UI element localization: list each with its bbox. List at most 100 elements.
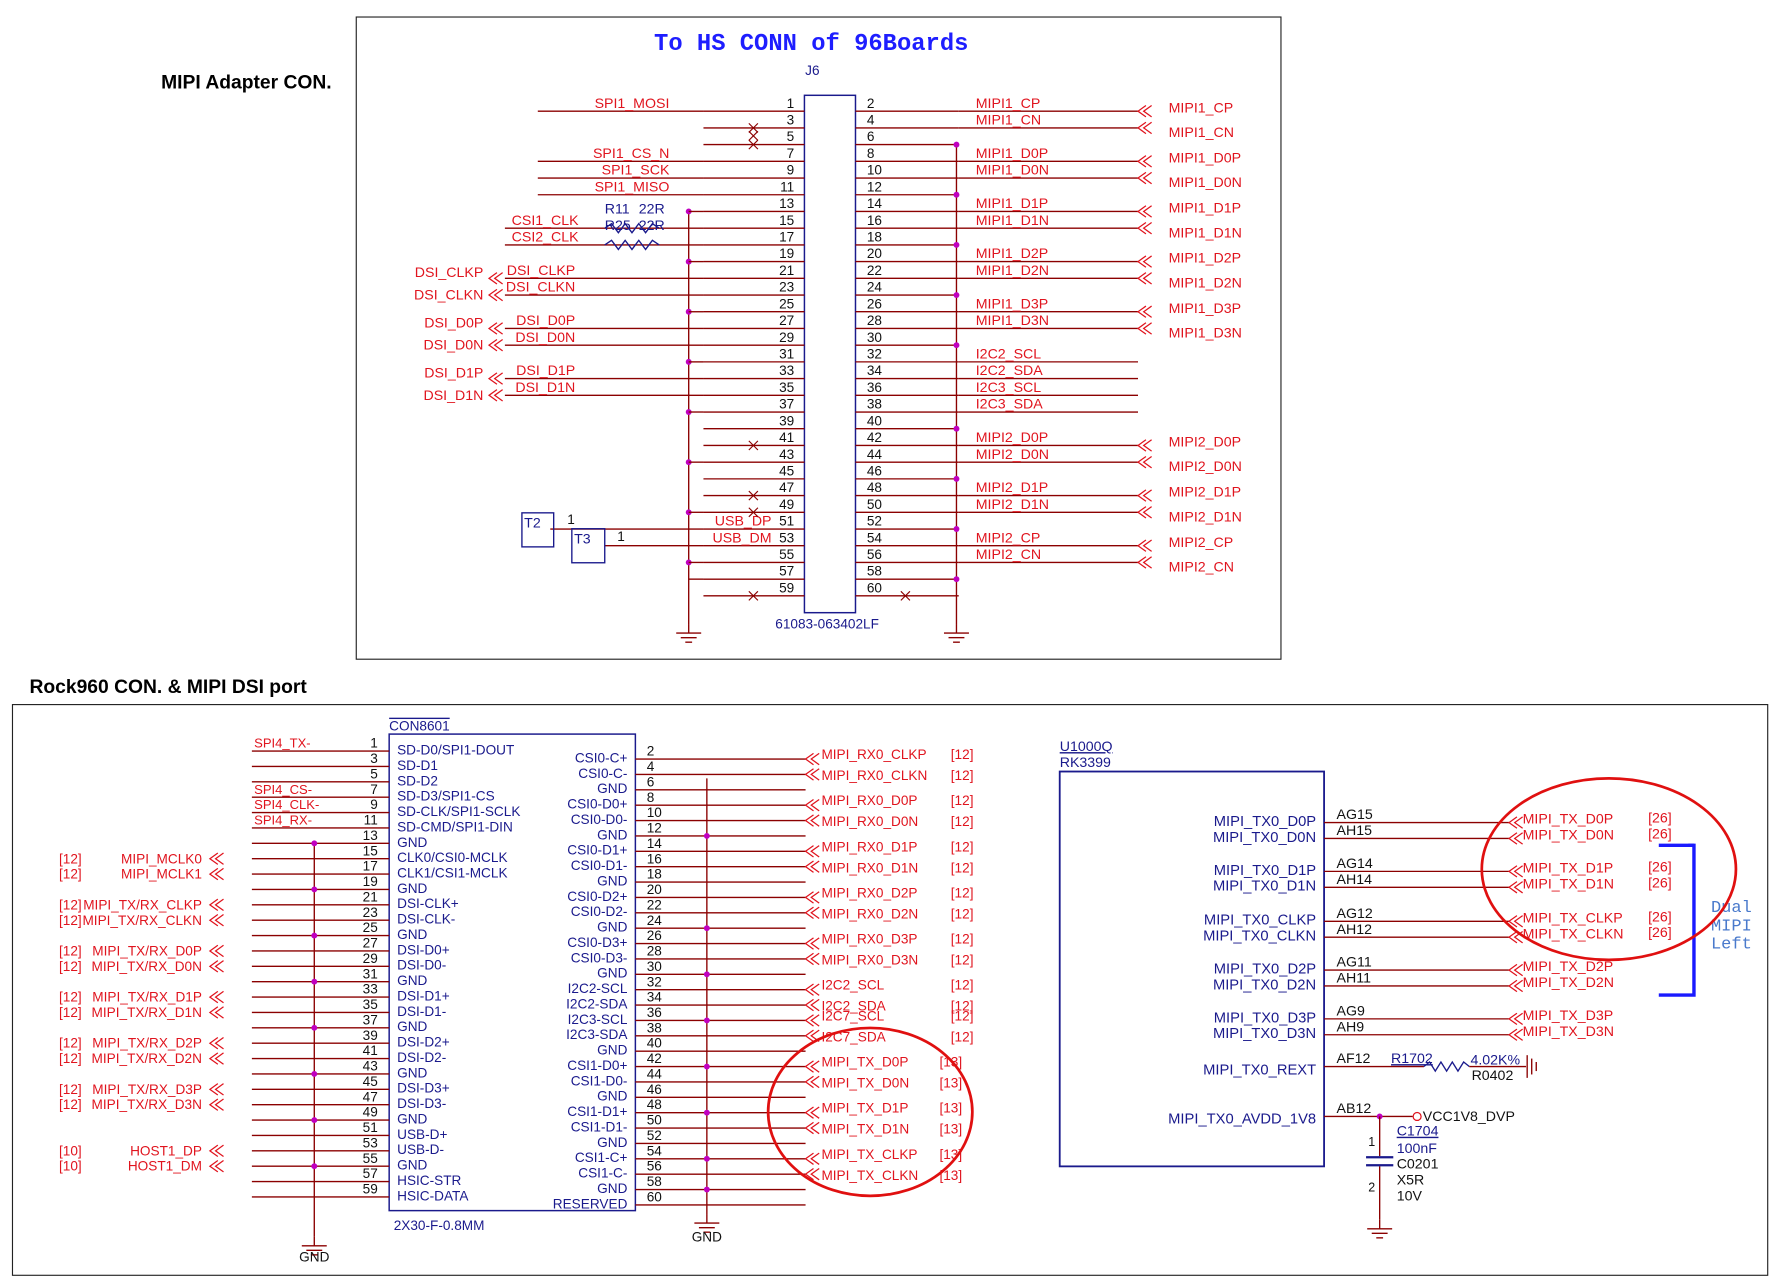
port-chevron (1507, 881, 1518, 894)
port-chevron (493, 372, 503, 385)
port-chevron (1136, 305, 1147, 318)
pin-number: 29 (779, 330, 794, 345)
pin-number: 55 (363, 1151, 378, 1166)
pin-number: 10 (647, 805, 663, 820)
pin-name: DSI-CLK+ (397, 896, 459, 911)
port-chevron (1513, 832, 1523, 845)
port-label: HOST1_DM (128, 1159, 202, 1174)
port-label: MIPI_TX/RX_D2P (92, 1036, 202, 1051)
port-label: MIPI_TX_CLKN (1523, 926, 1624, 942)
pin-name: RESERVED (553, 1196, 628, 1211)
port-label: MIPI_TX/RX_D1N (92, 1005, 202, 1020)
net-label: I2C2_SDA (976, 363, 1044, 379)
port-label: MIPI_TX_D1N (821, 1122, 909, 1137)
pin-number: 18 (647, 867, 662, 882)
pin-name: CSI0-D2+ (567, 889, 627, 904)
no-connect-mark (900, 590, 911, 601)
port-chevron (804, 1152, 814, 1165)
pin-number: 4 (867, 112, 875, 127)
port-label: MIPI1_D2N (1169, 275, 1242, 291)
port-chevron (1136, 539, 1147, 552)
port-chevron (214, 852, 224, 865)
net-label: MIPI1_D2N (976, 263, 1049, 279)
pin-number: 28 (647, 944, 662, 959)
port-label: MIPI2_D0P (1169, 435, 1241, 451)
port-chevron (810, 937, 820, 950)
port-label: MIPI1_D0P (1169, 150, 1241, 166)
port-chevron (1136, 155, 1147, 168)
pin-number: 54 (867, 530, 883, 545)
pin-number: 45 (779, 463, 794, 478)
pin-name: DSI-D0+ (397, 942, 450, 957)
pin-number: 27 (363, 936, 378, 951)
pin-number: 30 (867, 330, 883, 345)
port-chevron (1513, 979, 1523, 993)
net-label: SPI1_MOSI (595, 96, 670, 112)
port-label: MIPI2_D1P (1169, 485, 1241, 501)
pin-number: 7 (370, 782, 378, 797)
testpoint-pin: 1 (567, 512, 575, 527)
port-chevron (1507, 1028, 1518, 1041)
pin-name: MIPI_TX0_D3N (1213, 1026, 1316, 1042)
port-chevron (810, 752, 820, 766)
pin-number: 48 (647, 1097, 662, 1112)
port-chevron (1142, 221, 1152, 235)
net-label: MIPI1_D3P (976, 296, 1048, 312)
net-label: CSI2_CLK (512, 229, 580, 245)
pin-name: GND (397, 835, 427, 850)
pin-name: CSI1-D1- (571, 1119, 628, 1134)
port-chevron (1513, 963, 1523, 977)
page-ref: [12] (951, 885, 974, 900)
port-label: MIPI1_CN (1169, 125, 1234, 141)
pin-name: SD-CMD/SPI1-DIN (397, 819, 513, 834)
port-chevron (1142, 506, 1152, 519)
ball-number: AF12 (1337, 1051, 1371, 1067)
ball-number: AH15 (1337, 823, 1373, 839)
pin-name: CSI1-D0+ (567, 1058, 627, 1073)
port-chevron (208, 898, 219, 912)
port-chevron (1136, 255, 1147, 268)
port-chevron (1513, 865, 1523, 878)
section-heading: MIPI Adapter CON. (161, 72, 332, 93)
no-connect-mark (748, 490, 759, 501)
junction-dot (703, 1186, 710, 1193)
pin-number: 31 (363, 966, 378, 981)
junction-dot (1376, 1113, 1383, 1120)
port-chevron (804, 845, 814, 858)
port-chevron (1136, 489, 1147, 502)
no-connect-mark (748, 122, 759, 133)
net-label: MIPI2_D1N (976, 497, 1049, 513)
junction-dot (953, 241, 960, 248)
pin-number: 51 (363, 1120, 378, 1135)
pin-number: 1 (787, 96, 795, 111)
pin-name: CSI0-D3+ (567, 935, 627, 950)
pin-name: CSI0-D1+ (567, 843, 627, 858)
port-label: MIPI_TX/RX_CLKN (82, 913, 201, 928)
port-chevron (1142, 556, 1152, 569)
port-chevron (208, 852, 219, 865)
port-label: I2C7_SDA (821, 1029, 886, 1044)
port-chevron (804, 1060, 814, 1073)
pin-name: GND (597, 966, 627, 981)
pin-name: GND (397, 1111, 427, 1126)
net-label: MIPI2_CP (976, 530, 1041, 546)
port-chevron (810, 983, 820, 996)
net-label: MIPI1_D1N (976, 213, 1049, 229)
pin-name: MIPI_TX0_D0P (1214, 814, 1317, 830)
pin-number: 36 (867, 380, 882, 395)
port-chevron (804, 1106, 814, 1119)
pin-name: DSI-CLK- (397, 912, 455, 927)
port-label: MIPI1_D3N (1169, 326, 1242, 342)
port-label: MIPI_RX0_D0P (821, 793, 917, 808)
net-label: MIPI2_D0N (976, 447, 1049, 463)
pin-name: MIPI_TX0_D1N (1213, 879, 1316, 895)
pin-number: 15 (363, 843, 378, 858)
bottom-frame (11, 704, 1769, 1276)
port-chevron (208, 914, 219, 927)
pin-name: USB-D- (397, 1142, 444, 1157)
pin-number: 3 (787, 112, 795, 127)
net-label: MIPI1_D0N (976, 163, 1049, 179)
pin-name: DSI-D0- (397, 958, 446, 973)
resistor-value: 4.02K% (1470, 1052, 1520, 1068)
port-chevron (1142, 171, 1152, 185)
